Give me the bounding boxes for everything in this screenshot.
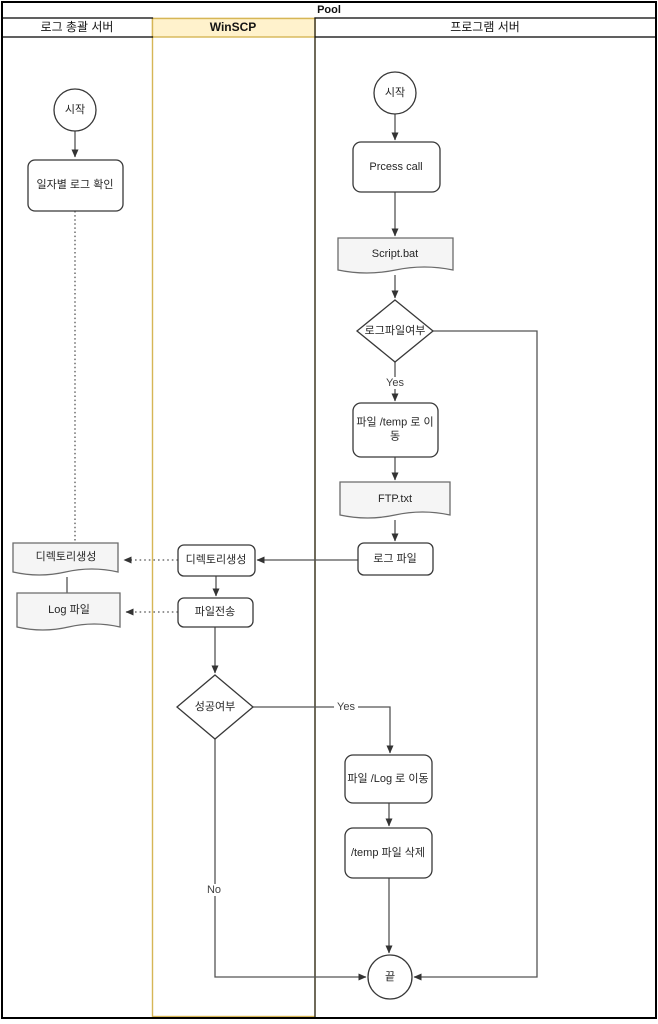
process-log-file-shape	[357, 542, 434, 576]
edge-success-no-to-end	[214, 739, 367, 981]
edge-logexists-loop-to-end	[413, 330, 538, 981]
script-bat-label: Script.bat	[371, 247, 419, 260]
success-decision-label: 성공여부	[194, 700, 236, 713]
document-script-bat-shape	[337, 237, 454, 274]
edge-success-yes-to-movelog	[253, 706, 394, 754]
process-call-shape	[352, 141, 441, 193]
log-exists-decision-label: 로그파일여부	[364, 324, 426, 337]
edge-label-success-yes: Yes	[334, 701, 358, 713]
lane-header-left: 로그 총괄 서버	[40, 20, 114, 35]
winscp-create-directory-label: 디렉토리생성	[185, 553, 247, 566]
pool-title: Pool	[317, 3, 341, 16]
move-to-log-label: 파일 /Log 로 이동	[347, 772, 429, 785]
document-log-file-left-label: Log 파일	[48, 603, 90, 616]
start-circle-right	[373, 71, 417, 115]
lane-header-right: 프로그램 서버	[450, 20, 520, 35]
log-file-label: 로그 파일	[373, 552, 417, 565]
process-file-transfer-shape	[177, 597, 254, 628]
lane-header-winscp: WinSCP	[209, 20, 257, 35]
start-label-right: 시작	[384, 86, 406, 99]
move-to-temp-label: 파일 /temp 로 이동	[356, 416, 434, 443]
daily-log-check-label: 일자별 로그 확인	[36, 178, 114, 191]
document-create-directory-left-label: 디렉토리생성	[35, 550, 97, 563]
document-ftp-txt-shape	[339, 481, 451, 519]
winscp-lane-body	[151, 17, 316, 1018]
document-log-file-left-shape	[16, 592, 121, 631]
process-daily-log-check-shape	[27, 159, 124, 212]
process-call-label: Prcess call	[369, 160, 423, 173]
document-create-directory-left-shape	[12, 542, 119, 576]
delete-temp-label: /temp 파일 삭제	[350, 846, 426, 859]
process-move-to-log-shape	[344, 754, 433, 804]
edge-label-success-no: No	[203, 884, 225, 896]
edge-label-logexists-yes: Yes	[383, 377, 407, 389]
start-label-left: 시작	[64, 103, 86, 116]
decision-success-shape	[175, 674, 255, 740]
process-create-directory-shape	[177, 544, 256, 577]
end-label: 끝	[384, 970, 396, 983]
ftp-txt-label: FTP.txt	[377, 492, 413, 505]
process-move-to-temp-shape	[352, 402, 439, 458]
winscp-file-transfer-label: 파일전송	[194, 605, 236, 618]
decision-log-exists-shape	[355, 299, 435, 363]
end-circle	[367, 954, 413, 1000]
process-delete-temp-shape	[344, 827, 433, 879]
start-circle-left	[53, 88, 97, 132]
